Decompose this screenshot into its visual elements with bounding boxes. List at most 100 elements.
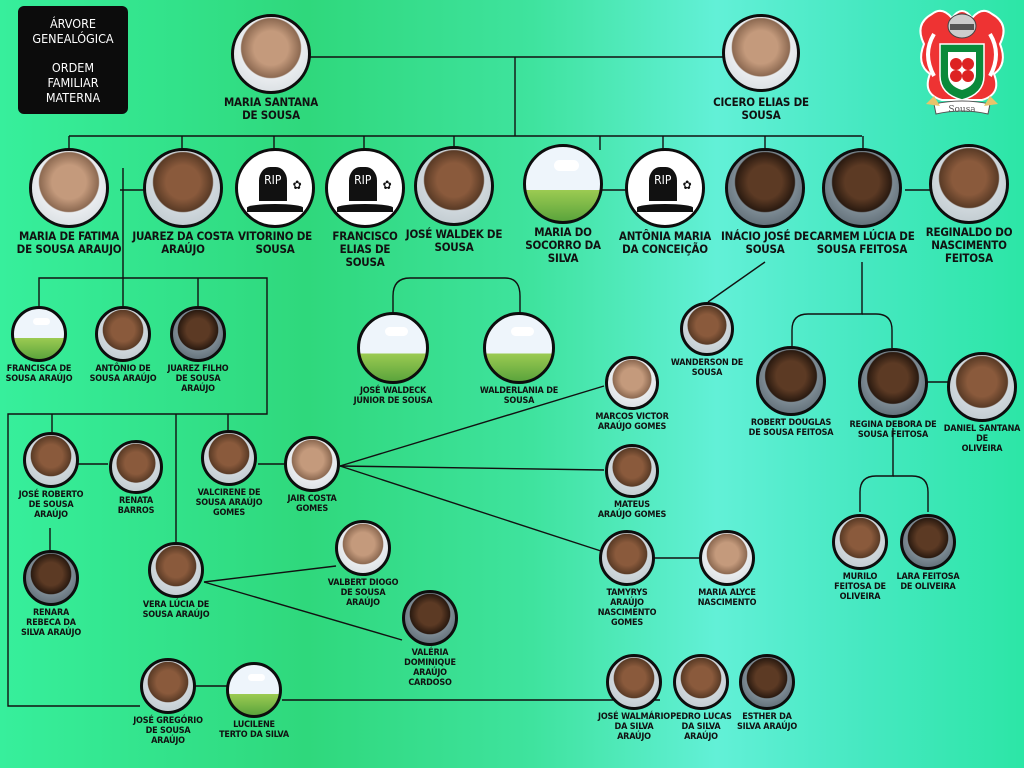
person-daniel[interactable]: DANIEL SANTANA DE OLIVEIRA (937, 352, 1024, 454)
person-inacio[interactable]: INÁCIO JOSÉ DE SOUSA (715, 148, 815, 256)
avatar (680, 302, 734, 356)
person-valbert[interactable]: VALBERT DIOGO DE SOUSA ARAÚJO (318, 520, 408, 608)
person-name: MARIA DO SOCORRO DA SILVA (525, 225, 601, 265)
person-antonia[interactable]: RIP✿ ANTÔNIA MARIA DA CONCEIÇÃO (615, 148, 715, 256)
person-vitorino[interactable]: RIP✿ VITORINO DE SOUSA (230, 148, 320, 256)
avatar (140, 658, 196, 714)
person-esther[interactable]: ESTHER DA SILVA ARAÚJO (727, 654, 807, 732)
person-name: ROBERT DOUGLAS DE SOUSA FEITOSA (748, 418, 834, 439)
person-renata[interactable]: RENATA BARROS (96, 440, 176, 516)
crest-label: Sousa (948, 105, 976, 115)
avatar (414, 146, 494, 226)
person-maria-fatima[interactable]: MARIA DE FATIMA DE SOUSA ARAUJO (14, 148, 124, 256)
avatar (606, 654, 662, 710)
person-cicero[interactable]: CICERO ELIAS DE SOUSA (686, 14, 836, 122)
person-name: WALDERLANIA DE SOUSA (479, 386, 559, 407)
avatar (699, 530, 755, 586)
avatar (605, 444, 659, 498)
person-juarez[interactable]: JUAREZ DA COSTA ARAÚJO (128, 148, 238, 256)
person-walderlania[interactable]: WALDERLANIA DE SOUSA (469, 312, 569, 406)
person-murilo[interactable]: MURILO FEITOSA DE OLIVEIRA (820, 514, 900, 602)
person-name: ANTÔNIA MARIA DA CONCEIÇÃO (618, 229, 712, 256)
sousa-coat-of-arms-icon: Sousa (919, 9, 1005, 115)
person-jose-gregorio[interactable]: JOSÉ GREGÓRIO DE SOUSA ARAÚJO (123, 658, 213, 746)
person-regina[interactable]: REGINA DEBORA DE SOUSA FEITOSA (843, 348, 943, 440)
person-name: RENARA REBECA DA SILVA ARAÚJO (20, 608, 82, 639)
person-jose-waldek[interactable]: JOSÉ WALDEK DE SOUSA (404, 146, 504, 254)
person-name: JOSÉ ROBERTO DE SOUSA ARAÚJO (18, 490, 84, 521)
person-name: MARCOS VICTOR ARAÚJO GOMES (595, 412, 669, 433)
person-name: RENATA BARROS (117, 496, 155, 517)
person-name: REGINALDO DO NASCIMENTO FEITOSA (925, 225, 1013, 265)
person-name: JOSÉ WALMÁRIO DA SILVA ARAÚJO (598, 712, 670, 743)
person-name: LUCILENE TERTO DA SILVA (219, 720, 289, 741)
person-valeria[interactable]: VALÉRIA DOMINIQUE ARAÚJO CARDOSO (385, 590, 475, 688)
title-line-1: ÁRVORE (49, 15, 97, 31)
title-line-4: FAMILIAR (47, 74, 99, 90)
person-name: FRANCISCO ELIAS DE SOUSA (332, 229, 398, 269)
person-antonio[interactable]: ANTÔNIO DE SOUSA ARAÚJO (84, 306, 162, 384)
person-pedro[interactable]: PEDRO LUCAS DA SILVA ARAÚJO (661, 654, 741, 742)
avatar-placeholder (11, 306, 67, 362)
avatar (756, 346, 826, 416)
avatar (725, 148, 805, 228)
avatar (284, 436, 340, 492)
person-name: VALCIRENE DE SOUSA ARAÚJO GOMES (195, 488, 263, 519)
person-name: FRANCISCA DE SOUSA ARAÚJO (5, 364, 73, 385)
rip-label: RIP (648, 167, 677, 202)
person-name: DANIEL SANTANA DE OLIVEIRA (943, 424, 1021, 455)
person-maria-santana[interactable]: MARIA SANTANA DE SOUSA (196, 14, 346, 122)
person-tamyrys[interactable]: TAMYRYS ARAÚJO NASCIMENTO GOMES (582, 530, 672, 628)
person-maria-socorro[interactable]: MARIA DO SOCORRO DA SILVA (518, 144, 608, 265)
rip-label: RIP (348, 167, 377, 202)
person-jose-walmario[interactable]: JOSÉ WALMÁRIO DA SILVA ARAÚJO (589, 654, 679, 742)
avatar (335, 520, 391, 576)
person-name: MATEUS ARAÚJO GOMES (597, 500, 667, 521)
avatar (929, 144, 1009, 224)
rip-tombstone-icon: RIP✿ (325, 148, 405, 228)
avatar (143, 148, 223, 228)
person-jose-waldeck-jr[interactable]: JOSÉ WALDECK JUNIOR DE SOUSA (343, 312, 443, 406)
person-vera[interactable]: VERA LÚCIA DE SOUSA ARAÚJO (131, 542, 221, 620)
person-reginaldo[interactable]: REGINALDO DO NASCIMENTO FEITOSA (919, 144, 1019, 265)
avatar (858, 348, 928, 418)
person-name: MARIA ALYCE NASCIMENTO (697, 588, 757, 609)
person-name: JOSÉ WALDECK JUNIOR DE SOUSA (353, 386, 433, 407)
person-name: VERA LÚCIA DE SOUSA ARAÚJO (142, 600, 210, 621)
avatar (402, 590, 458, 646)
person-valcirene[interactable]: VALCIRENE DE SOUSA ARAÚJO GOMES (184, 430, 274, 518)
person-jose-roberto[interactable]: JOSÉ ROBERTO DE SOUSA ARAÚJO (6, 432, 96, 520)
person-lucilene[interactable]: LUCILENE TERTO DA SILVA (209, 662, 299, 740)
tree-title-box: ÁRVORE GENEALÓGICA ORDEM FAMILIAR MATERN… (18, 6, 128, 114)
avatar (822, 148, 902, 228)
person-jair[interactable]: JAIR COSTA GOMES (272, 436, 352, 514)
person-francisco[interactable]: RIP✿ FRANCISCO ELIAS DE SOUSA (320, 148, 410, 269)
person-carmem[interactable]: CARMEM LÚCIA DE SOUSA FEITOSA (807, 148, 917, 256)
rip-label: RIP (258, 167, 287, 202)
rip-tombstone-icon: RIP✿ (235, 148, 315, 228)
avatar (23, 550, 79, 606)
avatar (23, 432, 79, 488)
avatar (29, 148, 109, 228)
person-name: WANDERSON DE SOUSA (670, 358, 744, 379)
person-name: CARMEM LÚCIA DE SOUSA FEITOSA (809, 229, 915, 256)
person-mateus[interactable]: MATEUS ARAÚJO GOMES (587, 444, 677, 520)
person-name: TAMYRYS ARAÚJO NASCIMENTO GOMES (597, 588, 657, 629)
person-name: MARIA SANTANA DE SOUSA (223, 95, 319, 122)
person-lara[interactable]: LARA FEITOSA DE OLIVEIRA (888, 514, 968, 592)
person-name: REGINA DEBORA DE SOUSA FEITOSA (849, 420, 937, 441)
person-name: VALÉRIA DOMINIQUE ARAÚJO CARDOSO (404, 648, 456, 689)
person-renara[interactable]: RENARA REBECA DA SILVA ARAÚJO (6, 550, 96, 638)
person-robert[interactable]: ROBERT DOUGLAS DE SOUSA FEITOSA (741, 346, 841, 438)
person-wanderson[interactable]: WANDERSON DE SOUSA (662, 302, 752, 378)
avatar (605, 356, 659, 410)
person-name: VITORINO DE SOUSA (237, 229, 313, 256)
avatar (673, 654, 729, 710)
person-name: ESTHER DA SILVA ARAÚJO (736, 712, 798, 733)
person-name: CICERO ELIAS DE SOUSA (713, 95, 809, 122)
person-juarez-filho[interactable]: JUAREZ FILHO DE SOUSA ARAÚJO (159, 306, 237, 394)
person-marcos[interactable]: MARCOS VICTOR ARAÚJO GOMES (587, 356, 677, 432)
avatar (832, 514, 888, 570)
person-francisca[interactable]: FRANCISCA DE SOUSA ARAÚJO (0, 306, 78, 384)
person-maria-alyce[interactable]: MARIA ALYCE NASCIMENTO (682, 530, 772, 608)
